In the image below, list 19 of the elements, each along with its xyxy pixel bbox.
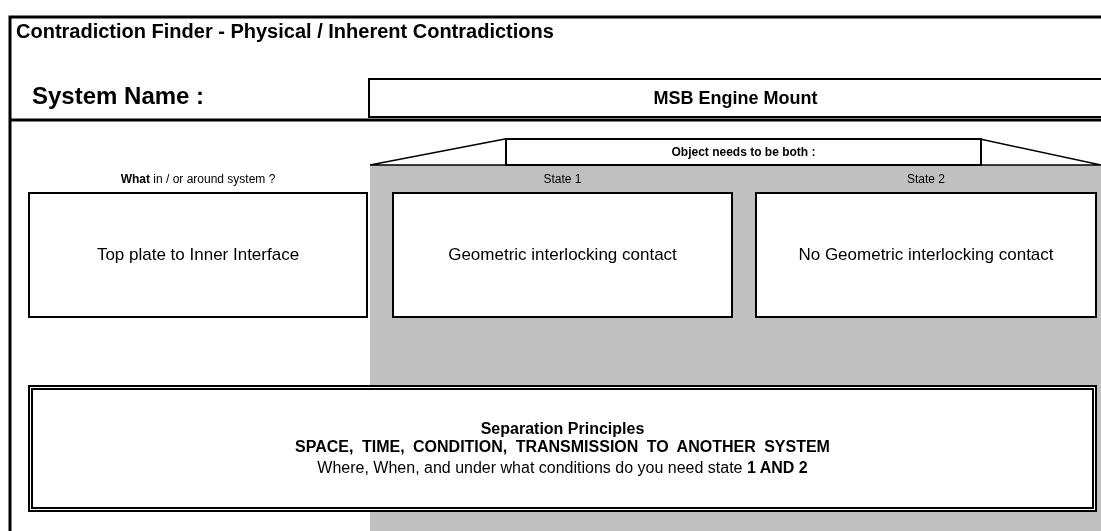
text-box — [392, 192, 733, 318]
box-text: Top plate to Inner Interface — [96, 245, 300, 265]
column-heading: State 1 — [542, 172, 583, 186]
value-text: MSB Engine Mount — [653, 87, 818, 109]
box-text: Geometric interlocking contact — [448, 245, 677, 265]
principles-list: SPACE, TIME, CONDITION, TRANSMISSION TO ANOTHER SYSTEM — [295, 438, 830, 456]
column-heading: State 2 — [906, 172, 946, 186]
header-text: Object needs to be both : — [671, 145, 816, 159]
text-box — [28, 192, 368, 318]
text-box — [755, 192, 1097, 318]
value-box — [368, 78, 1101, 118]
heading: Separation Principles — [480, 420, 645, 438]
column-heading: What in / or around system ? — [119, 172, 277, 186]
field-label: System Name : — [32, 82, 205, 110]
title: Contradiction Finder - Physical / Inherent Contradictions — [16, 20, 554, 43]
box-text: No Geometric interlocking contact — [798, 245, 1054, 265]
header-box — [505, 138, 982, 166]
principles-box — [28, 385, 1097, 512]
question-text: Where, When, and under what conditions do you need state 1 AND 2 — [317, 459, 808, 477]
